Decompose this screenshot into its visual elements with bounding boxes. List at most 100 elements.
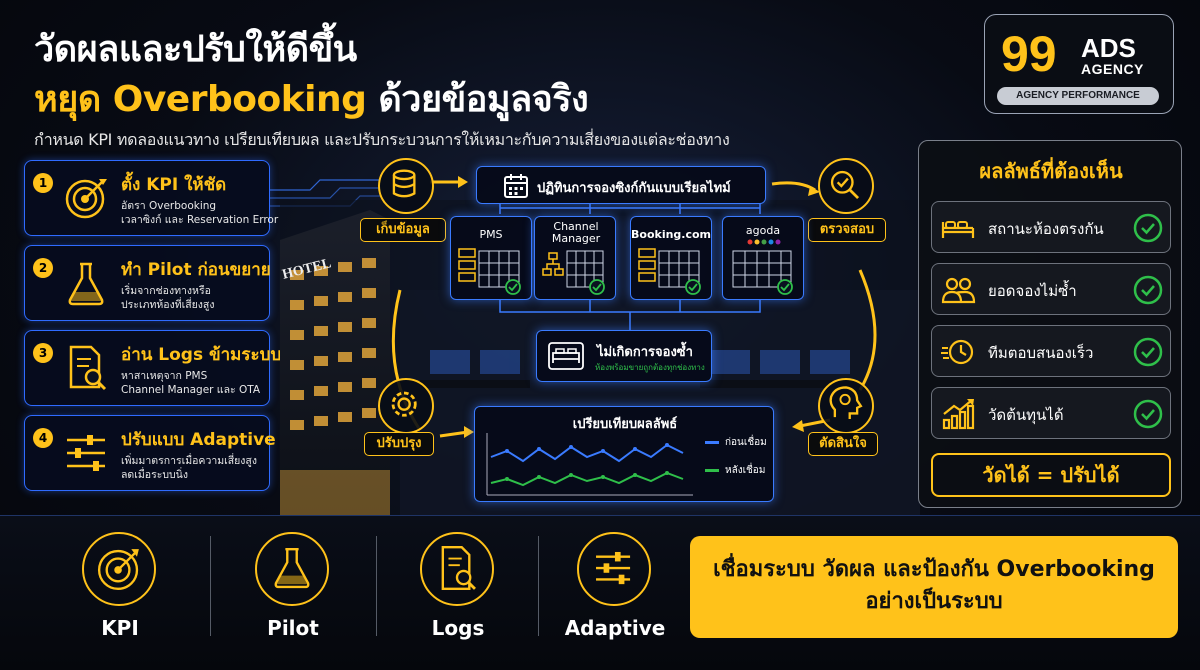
step-title: อ่าน Logs ข้ามระบบ (121, 345, 282, 365)
check-circle-icon (1133, 337, 1163, 367)
step-desc-line2: ลดเมื่อระบบนิ่ง (121, 469, 188, 481)
system-name: agoda (745, 224, 781, 237)
title-highlight: หยุด Overbooking (34, 79, 367, 120)
step-desc: หาสาเหตุจาก PMS Channel Manager และ OTA (121, 369, 260, 397)
brand-logo: 99 ADS AGENCY AGENCY PERFORMANCE (984, 14, 1174, 114)
step-desc: อัตรา Overbooking เวลาซิงก์ และ Reservati… (121, 199, 278, 227)
flask-icon (255, 532, 329, 606)
sliders-icon (577, 532, 651, 606)
cta-line-2: อย่างเป็นระบบ (865, 589, 1003, 614)
server-grid-icon (458, 248, 521, 295)
legend-swatch-before (705, 441, 719, 444)
calendar-grid-icon (732, 250, 793, 295)
target-icon (65, 179, 107, 219)
target-icon (82, 532, 156, 606)
title-line-1: วัดผลและปรับให้ดีขึ้น (34, 29, 357, 70)
step-number: 1 (33, 173, 53, 193)
check-circle-icon (1133, 399, 1163, 429)
system-card-channel-manager: Channel Manager (534, 216, 616, 300)
system-name: PMS (479, 228, 503, 241)
sync-title: ปฏิทินการจองซิงก์กันแบบเรียลไทม์ (537, 181, 731, 196)
result-row-cost: วัดต้นทุนได้ (931, 387, 1171, 439)
legend-before: ก่อนเชื่อม (725, 437, 767, 448)
bottom-item-adaptive: Adaptive (555, 532, 675, 652)
no-double-booking-box: ไม่เกิดการจองซ้ำ ห้องพร้อมขายถูกต้องทุกช… (536, 330, 712, 382)
step-desc-line1: หาสาเหตุจาก PMS (121, 370, 208, 382)
cta-banner: เชื่อมระบบ วัดผล และป้องกัน Overbooking … (690, 536, 1178, 638)
step-desc-line1: เริ่มจากช่องทางหรือ (121, 285, 211, 297)
server-grid-icon (638, 248, 701, 295)
system-name: Booking.com (631, 228, 712, 241)
comparison-line-chart (486, 433, 693, 496)
step-card-pilot: 2 ทำ Pilot ก่อนขยาย เริ่มจากช่องทางหรือป… (24, 245, 271, 321)
logo-agency: AGENCY (1081, 61, 1144, 77)
database-icon (378, 158, 434, 214)
subtitle: กำหนด KPI ทดลองแนวทาง เปรียบเทียบผล และป… (34, 130, 730, 149)
gear-icon (378, 378, 434, 434)
logo-ads: ADS (1081, 33, 1136, 63)
results-summary: วัดได้ = ปรับได้ (931, 453, 1171, 497)
comparison-chart-box: เปรียบเทียบผลลัพธ์ ก่อนเชื่อม หลังเชื่อม (474, 406, 774, 502)
step-title: ทำ Pilot ก่อนขยาย (121, 260, 271, 280)
search-icon (818, 158, 874, 214)
divider (376, 536, 377, 636)
bottom-label: KPI (101, 616, 139, 640)
sliders-icon (67, 435, 105, 471)
step-desc: เริ่มจากช่องทางหรือประเภทห้องที่เสี่ยงสู… (121, 284, 214, 312)
bottom-item-pilot: Pilot (233, 532, 353, 652)
growth-chart-icon (942, 399, 975, 430)
log-search-icon (69, 345, 107, 391)
log-search-icon (420, 532, 494, 606)
bottom-item-logs: Logs (398, 532, 518, 652)
calendar-icon (504, 174, 528, 198)
results-title: ผลลัพธ์ที่ต้องเห็น (979, 159, 1123, 183)
no-double-title: ไม่เกิดการจองซ้ำ (597, 345, 693, 360)
bottom-label: Adaptive (564, 616, 666, 640)
system-connectors (499, 204, 761, 330)
bed-icon (941, 221, 975, 238)
step-desc: เพิ่มมาตรการเมื่อความเสี่ยงสูงลดเมื่อระบ… (121, 454, 257, 482)
result-row-no-duplicate: ยอดจองไม่ซ้ำ (931, 263, 1171, 315)
system-card-booking: Booking.com (630, 216, 712, 300)
system-card-pms: PMS (450, 216, 532, 300)
step-desc-line2: เวลาซิงก์ และ Reservation Error (121, 214, 279, 226)
users-icon (941, 277, 976, 304)
logo-tagline: AGENCY PERFORMANCE (997, 87, 1159, 105)
step-number: 2 (33, 258, 53, 278)
divider (210, 536, 211, 636)
result-row-room-status: สถานะห้องตรงกัน (931, 201, 1171, 253)
title-line-2: หยุด Overbooking ด้วยข้อมูลจริง (34, 70, 589, 127)
check-circle-icon (1133, 213, 1163, 243)
cycle-label-collect: เก็บข้อมูล (360, 218, 446, 242)
sync-calendar-box: ปฏิทินการจองซิงก์กันแบบเรียลไทม์ (476, 166, 766, 204)
bottom-label: Pilot (267, 616, 319, 640)
divider (538, 536, 539, 636)
result-label: ยอดจองไม่ซ้ำ (988, 282, 1077, 300)
system-card-agoda: agoda (722, 216, 804, 300)
fast-clock-icon (941, 339, 974, 365)
step-title: ปรับแบบ Adaptive (121, 430, 276, 450)
bottom-item-kpi: KPI (60, 532, 180, 652)
result-row-fast-response: ทีมตอบสนองเร็ว (931, 325, 1171, 377)
system-name: Channel Manager (551, 220, 601, 245)
result-label: สถานะห้องตรงกัน (988, 220, 1104, 238)
step-desc-line1: เพิ่มมาตรการเมื่อความเสี่ยงสูง (121, 455, 257, 467)
result-label: วัดต้นทุนได้ (988, 406, 1064, 424)
step-desc-line2: ประเภทห้องที่เสี่ยงสูง (121, 299, 215, 311)
agoda-dots-icon (747, 239, 781, 245)
logo-number: 99 (1001, 26, 1057, 82)
title-rest: ด้วยข้อมูลจริง (366, 79, 589, 120)
bottom-label: Logs (431, 616, 485, 640)
cycle-label-improve: ปรับปรุง (364, 432, 434, 456)
results-panel: ผลลัพธ์ที่ต้องเห็น สถานะห้องตรงกัน ยอดจอ… (918, 140, 1182, 508)
bed-icon (548, 342, 584, 370)
flask-icon (68, 262, 104, 306)
step-number: 4 (33, 428, 53, 448)
step-desc-line2: Channel Manager และ OTA (121, 384, 261, 396)
comparison-title: เปรียบเทียบผลลัพธ์ (572, 417, 678, 432)
legend-after: หลังเชื่อม (725, 465, 766, 476)
step-desc-line1: อัตรา Overbooking (121, 200, 217, 212)
